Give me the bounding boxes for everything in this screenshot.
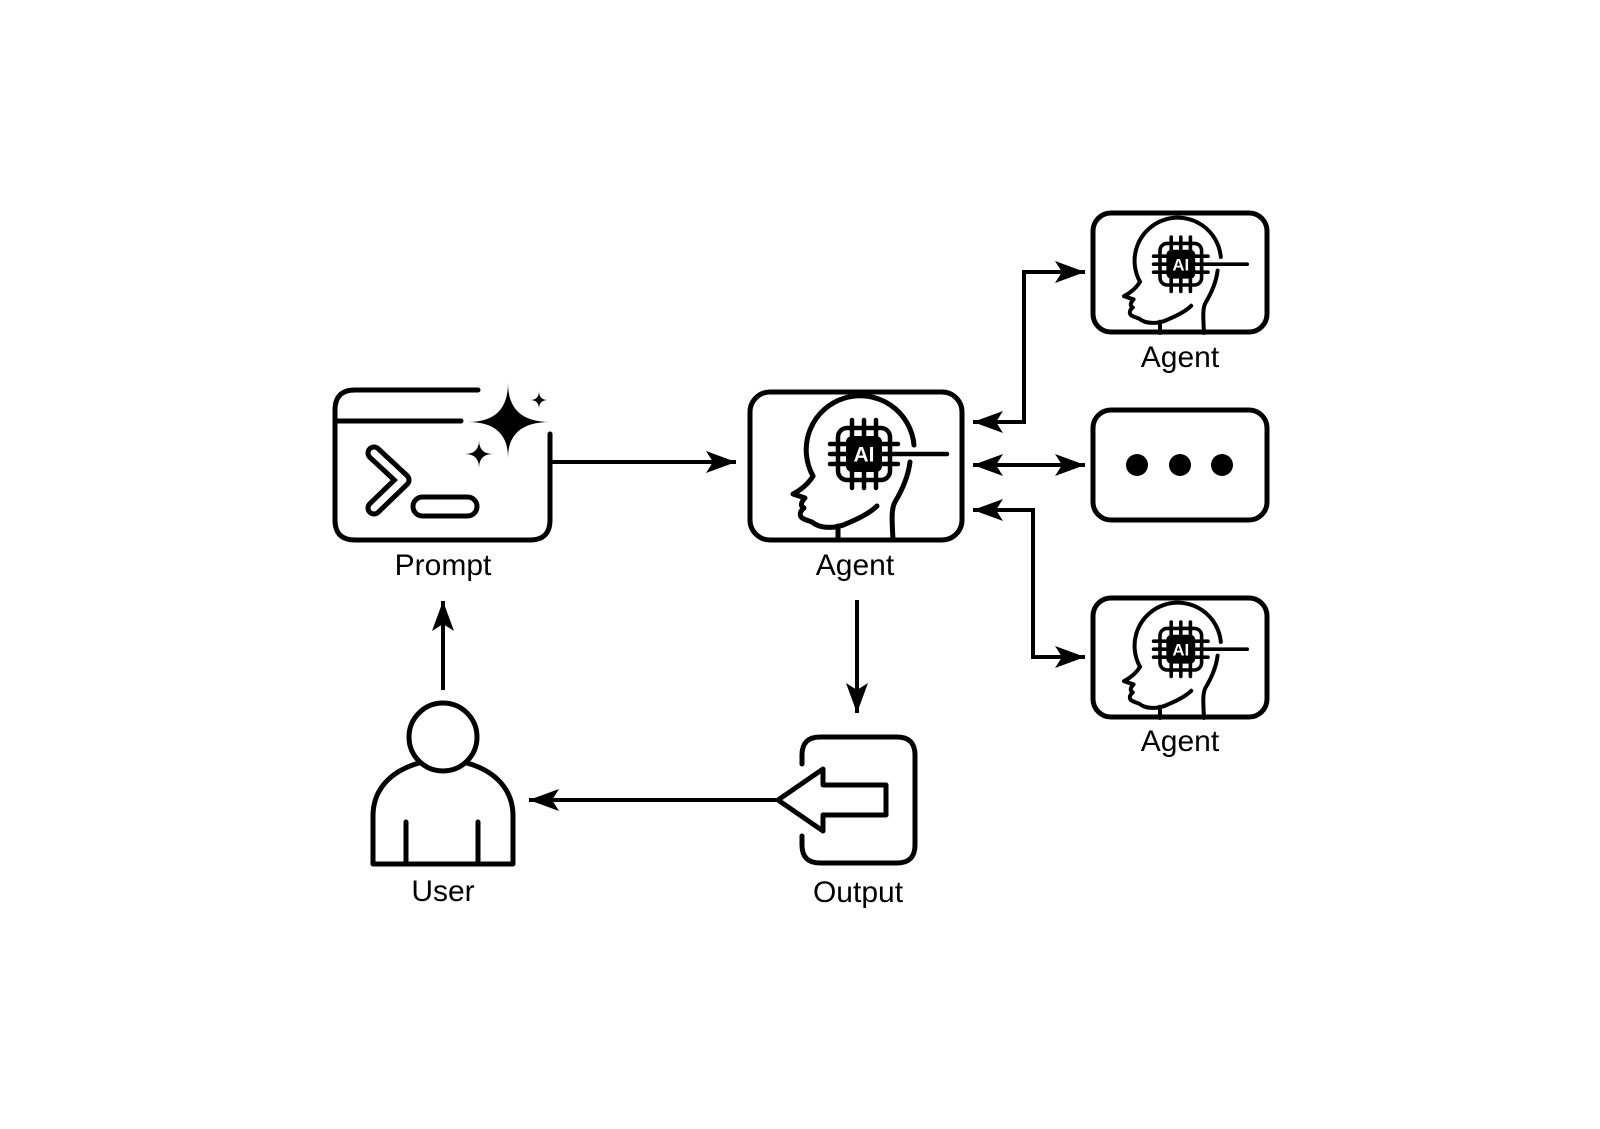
edge-agent-to-agent-top — [973, 261, 1085, 433]
person-head — [406, 700, 480, 774]
agent-bottom-label: Agent — [1140, 725, 1220, 758]
terminal-icon — [365, 444, 480, 519]
prompt-node — [332, 380, 553, 543]
sparkle-large — [465, 380, 553, 461]
sparkle-small-top — [527, 388, 551, 412]
output-node — [775, 734, 918, 866]
sparkle-icon — [462, 380, 553, 471]
sparkle-small-bottom — [462, 437, 496, 471]
person-icon — [370, 700, 516, 867]
export-arrow-icon — [775, 766, 889, 834]
agent-top-node — [1090, 210, 1270, 333]
agent-bottom-node — [1090, 595, 1270, 718]
agent-top-label: Agent — [1140, 341, 1220, 374]
prompt-box — [332, 387, 553, 543]
output-label: Output — [812, 876, 904, 909]
person-torso — [370, 760, 516, 867]
terminal-chevron-core — [370, 449, 407, 512]
prompt-label: Prompt — [394, 549, 492, 582]
user-node — [370, 700, 516, 867]
ellipsis-icon — [1126, 454, 1233, 476]
output-box — [799, 734, 918, 866]
user-label: User — [411, 875, 475, 908]
person-arms — [403, 819, 481, 867]
agent-main-label: Agent — [815, 549, 895, 582]
terminal-cursor-dash — [410, 494, 480, 519]
agent-main-node — [747, 389, 965, 543]
edge-agent-to-agent-bottom — [973, 499, 1085, 668]
more-agents-node — [1090, 407, 1270, 523]
